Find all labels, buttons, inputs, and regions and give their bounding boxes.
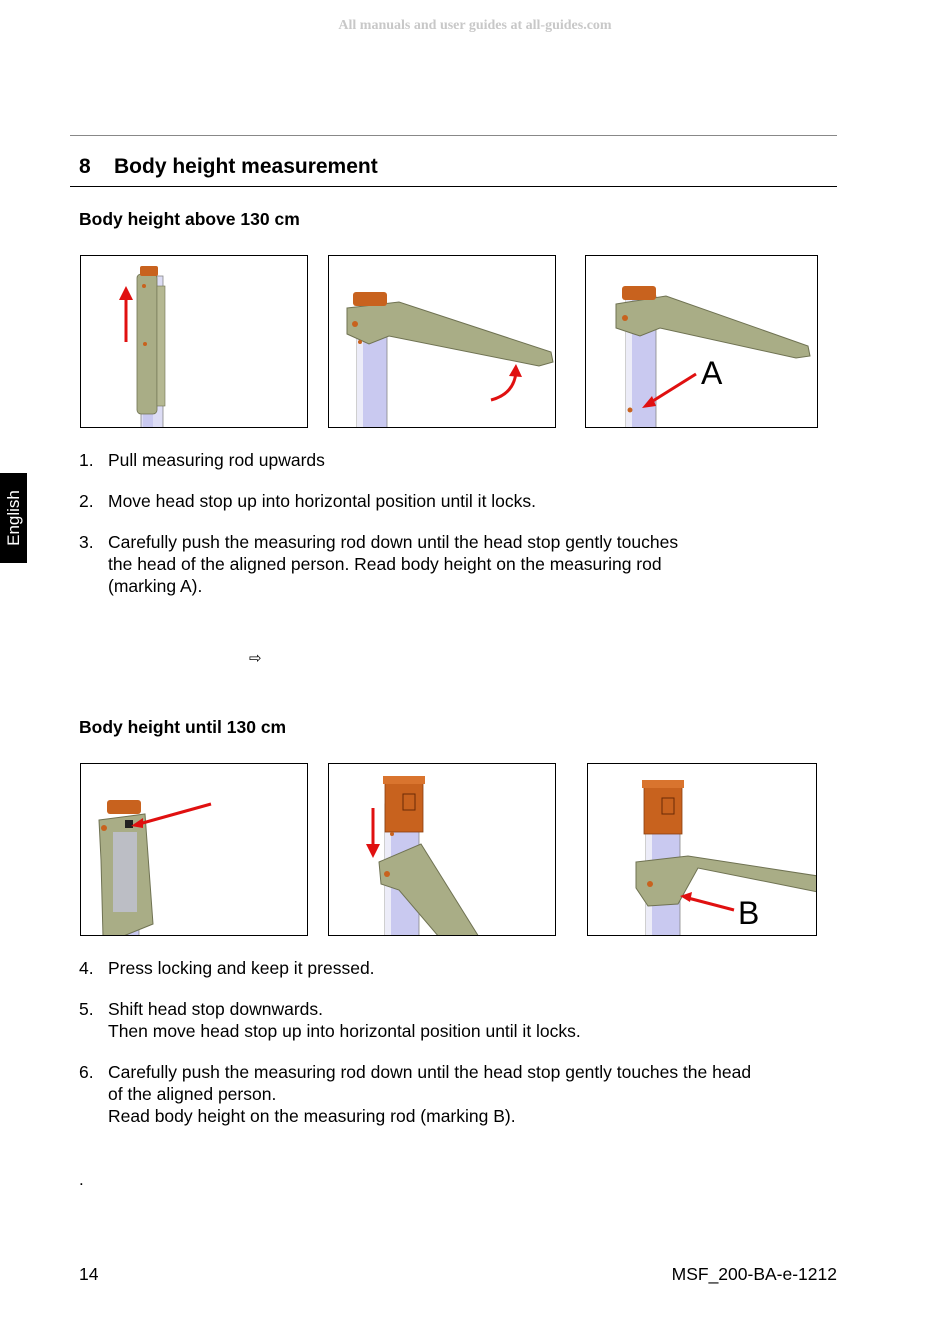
section-title: 8 Body height measurement (79, 155, 378, 179)
step-2: 2. Move head stop up into horizontal pos… (79, 490, 829, 512)
step-6: 6. Carefully push the measuring rod down… (79, 1061, 829, 1127)
step-number: 5. (79, 999, 94, 1019)
step-text: (marking A). (108, 576, 203, 596)
step-text: Move head stop up into horizontal positi… (108, 491, 537, 511)
step-4: 4. Press locking and keep it pressed. (79, 957, 829, 979)
figure-shift-head-stop (328, 763, 556, 936)
title-rule (70, 186, 837, 187)
step-number: 6. (79, 1062, 94, 1082)
steps-part2: 4. Press locking and keep it pressed. 5.… (79, 957, 829, 1146)
step-text: Pull measuring rod upwards (108, 450, 325, 470)
step-text: the head of the aligned person. Read bod… (108, 554, 662, 574)
marker-b-label: B (738, 895, 759, 931)
document-id: MSF_200-BA-e-1212 (671, 1264, 837, 1284)
step-3: 3. Carefully push the measuring rod down… (79, 531, 829, 597)
language-tab: English (0, 473, 27, 563)
arrow-right-icon: ⇨ (249, 650, 262, 667)
header-rule (70, 135, 837, 136)
subheading-until-130: Body height until 130 cm (79, 717, 287, 737)
section-number: 8 (79, 155, 91, 178)
step-text: Carefully push the measuring rod down un… (108, 1062, 752, 1082)
step-number: 4. (79, 958, 94, 978)
figure-marking-b: B (587, 763, 817, 936)
section-title-text: Body height measurement (114, 155, 378, 178)
step-text: Press locking and keep it pressed. (108, 958, 375, 978)
trailing-dot: . (79, 1170, 84, 1189)
step-number: 2. (79, 491, 94, 511)
watermark: All manuals and user guides at all-guide… (338, 18, 612, 33)
step-text: Then move head stop up into horizontal p… (108, 1021, 581, 1041)
step-text: Carefully push the measuring rod down un… (108, 532, 679, 552)
step-text: Read body height on the measuring rod (m… (108, 1106, 516, 1126)
figure-press-locking (80, 763, 308, 936)
step-text: Shift head stop downwards. (108, 999, 323, 1019)
figure-head-stop-horizontal (328, 255, 556, 428)
page-number: 14 (79, 1264, 99, 1284)
step-number: 3. (79, 532, 94, 552)
step-number: 1. (79, 450, 94, 470)
subheading-above-130: Body height above 130 cm (79, 209, 300, 229)
marker-a-label: A (701, 355, 723, 391)
steps-part1: 1. Pull measuring rod upwards 2. Move he… (79, 449, 829, 616)
language-tab-label: English (3, 490, 23, 546)
step-text: of the aligned person. (108, 1084, 277, 1104)
figure-marking-a: A (585, 255, 818, 428)
step-1: 1. Pull measuring rod upwards (79, 449, 829, 471)
figure-pull-rod-up (80, 255, 308, 428)
step-5: 5. Shift head stop downwards. Then move … (79, 998, 829, 1042)
